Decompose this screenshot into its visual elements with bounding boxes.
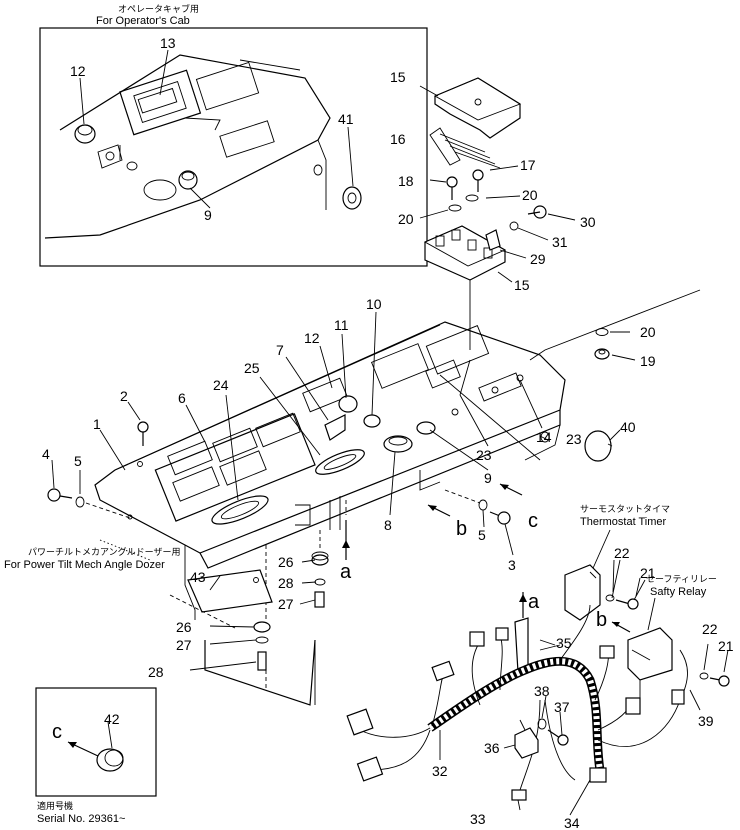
label-14: 14 <box>536 429 552 445</box>
cab-caption-en: For Operator's Cab <box>96 15 190 27</box>
label-8: 8 <box>384 517 392 533</box>
label-39: 39 <box>698 713 714 729</box>
wiring-harness: サーモスタットタイマ Thermostat Timer セーフティリレー Saf… <box>346 504 730 801</box>
label-28a: 28 <box>278 575 294 591</box>
label-17: 17 <box>520 157 536 173</box>
inset-serial: 適用号機 Serial No. 29361~ <box>35 687 157 825</box>
relay-caption-en: Safty Relay <box>650 586 707 598</box>
inset-operators-cab: オペレータキャブ用 For Operator's Cab 13 12 <box>39 3 428 267</box>
label-21b: 21 <box>718 638 734 654</box>
letter-b-harness: b <box>596 609 607 631</box>
cab-caption-jp: オペレータキャブ用 <box>118 3 199 14</box>
label-23b: 23 <box>566 431 582 447</box>
label-31: 31 <box>552 234 568 250</box>
label-4: 4 <box>42 446 50 462</box>
label-34: 34 <box>564 815 580 830</box>
label-12: 12 <box>70 63 86 79</box>
tilt-caption-jp: パワーチルトメカアングルドーザー用 <box>28 546 180 557</box>
leader-lines <box>51 311 701 816</box>
label-15a: 15 <box>390 69 406 85</box>
label-27a: 27 <box>278 596 294 612</box>
tilt-caption-en: For Power Tilt Mech Angle Dozer <box>4 559 165 571</box>
label-20a: 20 <box>522 187 538 203</box>
label-20c: 20 <box>640 324 656 340</box>
label-22b: 22 <box>702 621 718 637</box>
label-18: 18 <box>398 173 414 189</box>
letter-c-main: c <box>528 510 538 532</box>
letter-c-inset: c <box>52 721 62 743</box>
label-42: 42 <box>104 711 120 727</box>
label-10: 10 <box>366 296 382 312</box>
label-22a: 22 <box>614 545 630 561</box>
label-16: 16 <box>390 131 406 147</box>
label-7: 7 <box>276 342 284 358</box>
label-30: 30 <box>580 214 596 230</box>
label-20b: 20 <box>398 211 414 227</box>
label-40: 40 <box>620 419 636 435</box>
label-5b: 5 <box>478 527 486 543</box>
cover-assembly: 15 16 18 17 20 20 15 29 3 <box>390 69 596 350</box>
letter-a-main: a <box>340 561 352 583</box>
label-2: 2 <box>120 388 128 404</box>
thermo-caption-jp: サーモスタットタイマ <box>580 504 670 514</box>
serial-caption-jp: 適用号機 <box>37 800 73 811</box>
label-1: 1 <box>93 416 101 432</box>
reference-letters: a b c a b c <box>52 510 607 743</box>
letter-b-main: b <box>456 518 467 540</box>
label-28b: 28 <box>148 664 164 680</box>
label-27b: 27 <box>176 637 192 653</box>
label-33: 33 <box>470 811 486 827</box>
label-21a: 21 <box>640 565 656 581</box>
label-32: 32 <box>432 763 448 779</box>
label-26a: 26 <box>278 554 294 570</box>
label-9b: 9 <box>484 470 492 486</box>
label-43: 43 <box>190 569 206 585</box>
serial-caption-en: Serial No. 29361~ <box>37 813 125 825</box>
label-37: 37 <box>554 699 570 715</box>
dashboard-panel <box>47 289 701 706</box>
label-25: 25 <box>244 360 260 376</box>
label-41: 41 <box>338 111 354 127</box>
relay-caption-jp: セーフティリレー <box>646 574 717 584</box>
label-9: 9 <box>204 207 212 223</box>
label-19: 19 <box>640 353 656 369</box>
part-labels: 1 2 4 5 6 24 25 7 12 11 10 8 9 23 14 23 … <box>42 296 734 830</box>
label-35: 35 <box>556 635 572 651</box>
label-26b: 26 <box>176 619 192 635</box>
label-24: 24 <box>213 377 229 393</box>
label-12b: 12 <box>304 330 320 346</box>
label-3: 3 <box>508 557 516 573</box>
label-29: 29 <box>530 251 546 267</box>
label-5a: 5 <box>74 453 82 469</box>
label-15b: 15 <box>514 277 530 293</box>
label-36: 36 <box>484 740 500 756</box>
label-23a: 23 <box>476 447 492 463</box>
label-11: 11 <box>334 317 349 333</box>
label-38: 38 <box>534 683 550 699</box>
label-13: 13 <box>160 35 176 51</box>
thermo-caption-en: Thermostat Timer <box>580 516 667 528</box>
letter-a-harness: a <box>528 591 540 613</box>
label-6: 6 <box>178 390 186 406</box>
